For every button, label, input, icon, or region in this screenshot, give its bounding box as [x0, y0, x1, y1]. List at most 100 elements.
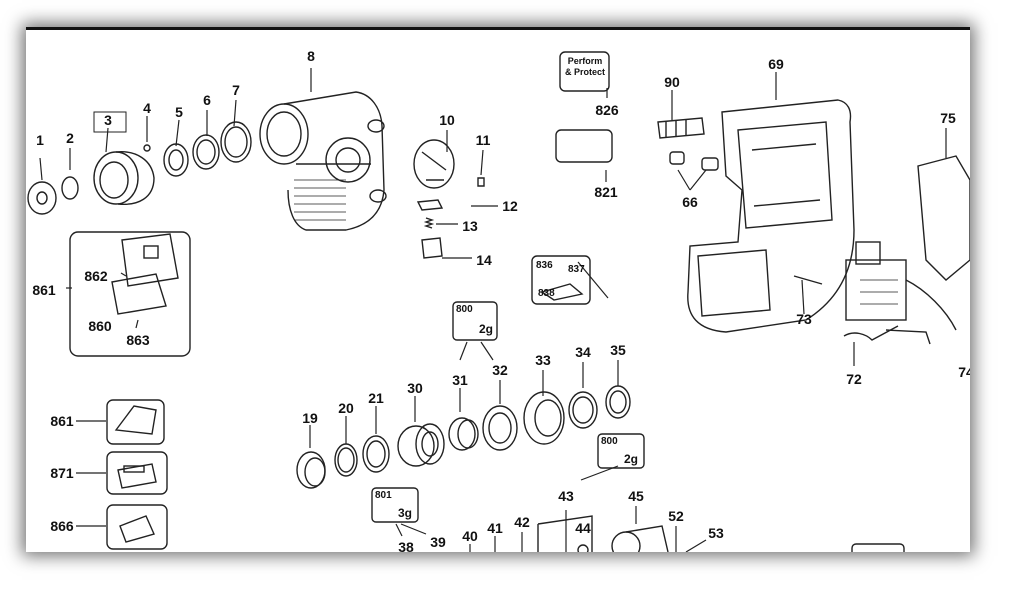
callout-73: 73	[796, 311, 812, 327]
callout-44: 44	[575, 520, 591, 536]
callout-42: 42	[514, 514, 530, 530]
kit-800a-number: 800	[456, 304, 473, 315]
callout-31: 31	[452, 372, 468, 388]
part-72-cable	[843, 325, 899, 341]
callout-33: 33	[535, 352, 551, 368]
leader-lines	[39, 68, 947, 552]
part-75-switch	[885, 155, 970, 345]
part-43-bracket	[537, 515, 593, 552]
part-14-lever	[421, 237, 443, 259]
part-33-ring	[523, 391, 565, 445]
kit-826-label: Perform & Protect	[564, 56, 605, 77]
part-8-housing	[259, 91, 387, 231]
callout-21: 21	[368, 390, 384, 406]
case-group-frame	[69, 231, 191, 357]
callout-52: 52	[668, 508, 684, 524]
part-73-clip	[793, 275, 823, 285]
callout-39: 39	[430, 534, 446, 550]
kit-800a-qty: 2g	[479, 322, 494, 336]
part-6-ring	[192, 134, 220, 170]
callout-38: 38	[398, 539, 414, 552]
group-837-label: 837	[568, 264, 585, 275]
part-45-cylinder	[611, 525, 669, 552]
callout-860: 860	[88, 318, 112, 334]
callout-861-bottom: 861	[50, 413, 74, 429]
callout-821: 821	[594, 184, 618, 200]
group-836-box	[531, 255, 591, 305]
callout-53: 53	[708, 525, 724, 541]
battery-box-871	[106, 451, 168, 495]
part-20-ring	[334, 443, 358, 477]
callout-43: 43	[558, 488, 574, 504]
part-12-latch	[416, 199, 444, 211]
part-90-brushes	[657, 117, 705, 139]
callout-6: 6	[203, 92, 211, 108]
callout-861-top: 861	[32, 282, 56, 298]
callout-5: 5	[175, 104, 183, 120]
kit-801-qty: 3g	[398, 506, 413, 520]
kit-801-number: 801	[375, 490, 392, 501]
part-11-pin	[477, 177, 485, 187]
part-30-gear	[397, 423, 445, 467]
callout-45: 45	[628, 488, 644, 504]
kit-801-box	[371, 487, 419, 523]
callout-41: 41	[487, 520, 503, 536]
callout-12: 12	[502, 198, 518, 214]
callout-863: 863	[126, 332, 150, 348]
callout-4: 4	[143, 100, 151, 116]
kit-800a-box	[452, 301, 498, 341]
part-861-case	[111, 233, 179, 315]
part-821-label	[555, 129, 613, 163]
callout-1: 1	[36, 132, 44, 148]
callout-32: 32	[492, 362, 508, 378]
part-3-sleeve	[93, 111, 155, 205]
part-32-bearing	[482, 405, 518, 451]
callout-7: 7	[232, 82, 240, 98]
callout-34: 34	[575, 344, 591, 360]
group-838-label: 838	[538, 288, 555, 299]
callout-826: 826	[595, 102, 619, 118]
part-35-ring	[605, 385, 631, 419]
callout-13: 13	[462, 218, 478, 234]
callout-75: 75	[940, 110, 956, 126]
part-1-cap	[27, 181, 57, 215]
part-motor	[845, 241, 907, 321]
case-box-861	[106, 399, 165, 445]
callout-20: 20	[338, 400, 354, 416]
kit-800b-qty: 2g	[624, 452, 639, 466]
callout-866: 866	[50, 518, 74, 534]
diagram-frame: 1 2 3 4 5 6 7 8 10 11 12 13 14 69 75 90 …	[26, 27, 970, 552]
part-5-washer	[163, 143, 189, 177]
callout-30: 30	[407, 380, 423, 396]
callout-35: 35	[610, 342, 626, 358]
part-4-ball	[143, 144, 151, 152]
callout-19: 19	[302, 410, 318, 426]
cut-box-bottom-right	[851, 543, 905, 552]
part-10-selector	[413, 139, 455, 189]
group-836-label: 836	[536, 260, 553, 271]
battery-box-866	[106, 504, 168, 550]
callout-40: 40	[462, 528, 478, 544]
callout-66: 66	[682, 194, 698, 210]
callout-862: 862	[84, 268, 108, 284]
part-826-box	[559, 51, 610, 92]
kit-800b-box	[597, 433, 645, 469]
part-66-brush-pair	[669, 151, 719, 171]
part-19-sleeve	[296, 451, 326, 489]
part-69-housing-half	[687, 99, 855, 333]
callout-10: 10	[439, 112, 455, 128]
part-21-ring	[362, 435, 390, 473]
callout-871: 871	[50, 465, 74, 481]
part-44-pin	[577, 544, 589, 552]
callout-74: 74	[958, 364, 970, 380]
parts-drawing	[27, 51, 970, 552]
callout-14: 14	[476, 252, 492, 268]
callout-69: 69	[768, 56, 784, 72]
part-31-bush	[448, 417, 479, 451]
callout-90: 90	[664, 74, 680, 90]
callout-2: 2	[66, 130, 74, 146]
callout-3: 3	[104, 112, 112, 128]
callout-72: 72	[846, 371, 862, 387]
part-13-spring	[423, 217, 435, 229]
callout-11: 11	[475, 132, 491, 148]
